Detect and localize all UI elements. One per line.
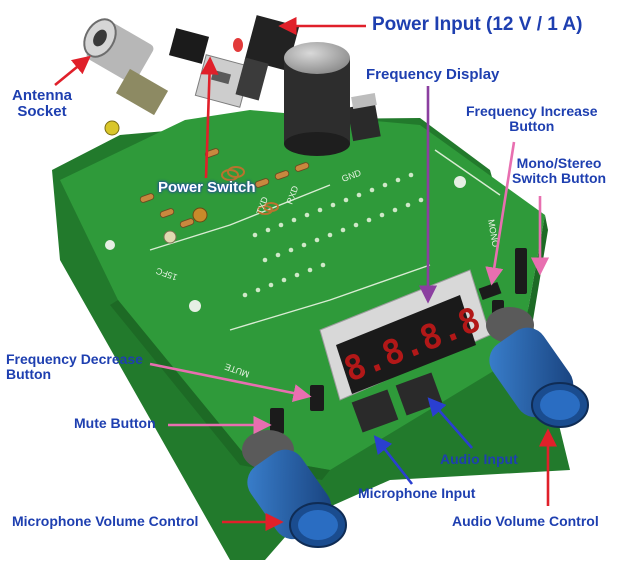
freq-decrease-knob [310, 385, 324, 411]
electrolytic-capacitor [284, 42, 350, 156]
label-frequency-decrease-line2: Button [6, 365, 52, 382]
label-mute-button: Mute Button [74, 415, 156, 431]
label-frequency-display: Frequency Display [366, 66, 500, 83]
mute-switch [270, 408, 284, 434]
arrow-power-switch [200, 56, 219, 179]
voltage-regulator [347, 93, 381, 142]
label-frequency-decrease-line1: Frequency Decrease [6, 351, 143, 367]
label-antenna-line2: Socket [17, 102, 67, 120]
board-mark-mono: MONO [486, 219, 501, 248]
trimmer-pot-2 [163, 230, 177, 244]
label-antenna-line1: Antenna [12, 87, 72, 104]
label-power-input: Power Input (12 V / 1 A) [372, 14, 583, 35]
label-power-switch: Power Switch [158, 179, 256, 196]
trimmer-yellow [104, 120, 120, 136]
label-audio-volume: Audio Volume Control [452, 513, 599, 529]
arrow-antenna [54, 55, 91, 87]
label-mono-stereo: Mono/Stereo Switch Button [512, 156, 606, 185]
label-mono-stereo-line1: Mono/Stereo [516, 155, 602, 171]
label-microphone-volume: Microphone Volume Control [12, 513, 199, 529]
mono-stereo-switch [515, 248, 527, 294]
label-microphone-input: Microphone Input [358, 485, 476, 501]
silkscreen-lines [149, 149, 501, 331]
resistors [139, 148, 310, 228]
audio-volume-knob [486, 307, 589, 428]
label-frequency-increase: Frequency Increase Button [466, 104, 598, 133]
arrow-microphone-input [373, 435, 414, 485]
arrow-frequency-increase [485, 141, 516, 286]
arrow-frequency-decrease [149, 362, 312, 403]
label-audio-input: Audio Input [440, 451, 518, 467]
trimmer-pot [192, 207, 208, 223]
pcb-front-edge [110, 300, 330, 480]
label-frequency-increase-line2: Button [509, 117, 555, 134]
label-mono-stereo-line2: Switch Button [512, 169, 607, 186]
label-frequency-increase-line1: Frequency Increase [466, 103, 598, 119]
header-holes [105, 172, 466, 312]
arrow-audio-input [427, 397, 473, 449]
label-antenna-socket: Antenna Socket [12, 88, 72, 120]
inductor-coils [221, 166, 279, 215]
callout-arrows [54, 16, 558, 532]
label-frequency-decrease: Frequency Decrease Button [6, 352, 143, 381]
power-led [233, 38, 243, 52]
antenna-socket [83, 18, 169, 116]
